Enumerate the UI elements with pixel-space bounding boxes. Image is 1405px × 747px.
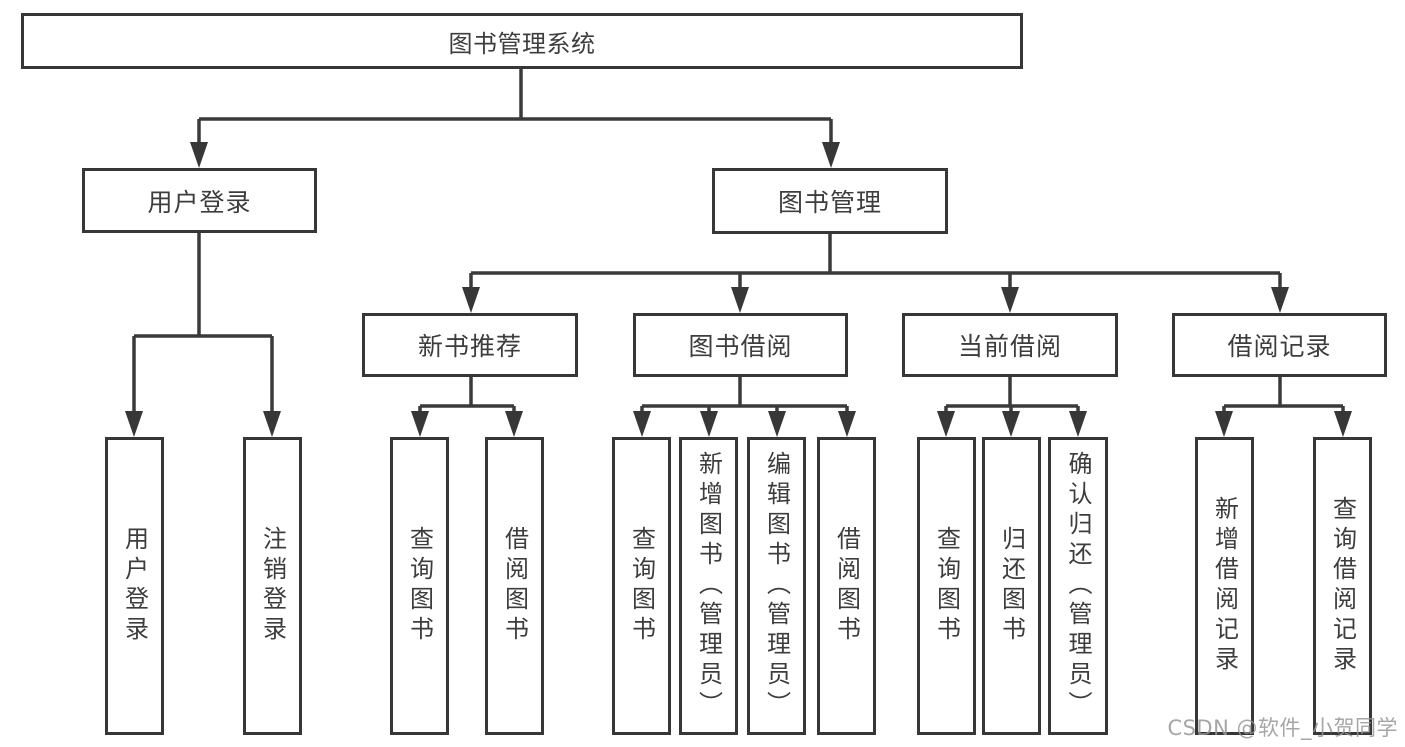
arrowhead-icon [768, 411, 786, 437]
arrowhead-icon [411, 411, 429, 437]
arrowhead-icon [700, 411, 718, 437]
node-label: 查询图书 [405, 526, 434, 646]
arrowhead-icon [937, 411, 955, 437]
node-book-borrowing: 图书借阅 [633, 313, 848, 377]
arrowhead-icon [190, 142, 208, 168]
node-label: 新增借阅记录 [1210, 496, 1239, 676]
arrowhead-icon [1271, 287, 1289, 313]
arrowhead-icon [1069, 411, 1087, 437]
leaf-add-borrow-record: 新增借阅记录 [1195, 437, 1254, 735]
node-label: 查询借阅记录 [1328, 496, 1357, 676]
node-book-management: 图书管理 [712, 168, 948, 234]
arrowhead-icon [462, 287, 480, 313]
arrowheads [125, 142, 1352, 437]
arrowhead-icon [1215, 411, 1233, 437]
leaf-borrow-books-recommend: 借阅图书 [485, 437, 544, 735]
arrowhead-icon [1001, 287, 1019, 313]
leaf-edit-books-admin: 编辑图书（管理员） [747, 437, 806, 735]
node-library-management-system: 图书管理系统 [21, 13, 1023, 69]
arrowhead-icon [263, 411, 281, 437]
node-label: 用户登录 [147, 187, 252, 217]
node-label: 注销登录 [258, 526, 287, 646]
node-user-login: 用户登录 [82, 168, 317, 233]
node-label: 查询图书 [932, 526, 961, 646]
node-current-borrowing: 当前借阅 [902, 313, 1118, 377]
node-label: 借阅记录 [1227, 332, 1332, 361]
arrowhead-icon [505, 411, 523, 437]
node-label: 新书推荐 [417, 332, 522, 361]
leaf-add-books-admin: 新增图书（管理员） [679, 437, 738, 735]
arrowhead-icon [1334, 411, 1352, 437]
node-label: 确认归还（管理员） [1064, 451, 1092, 721]
leaf-confirm-return-admin: 确认归还（管理员） [1048, 437, 1108, 735]
leaf-return-books: 归还图书 [982, 437, 1041, 735]
leaf-logout-login: 注销登录 [243, 437, 302, 735]
arrowhead-icon [838, 411, 856, 437]
arrowhead-icon [822, 142, 840, 168]
leaf-search-books-recommend: 查询图书 [390, 437, 449, 735]
node-label: 图书管理 [777, 188, 882, 217]
node-label: 用户登录 [120, 526, 149, 646]
node-label: 当前借阅 [957, 332, 1062, 361]
node-label: 查询图书 [627, 526, 656, 646]
node-label: 借阅图书 [832, 526, 861, 646]
node-borrowing-records: 借阅记录 [1172, 313, 1387, 377]
csdn-watermark: CSDN @软件_小贺同学 [1167, 716, 1398, 740]
node-label: 图书借阅 [688, 332, 793, 361]
leaf-user-login: 用户登录 [105, 437, 164, 735]
node-new-book-recommendation: 新书推荐 [362, 313, 578, 377]
leaf-borrow-books: 借阅图书 [817, 437, 876, 735]
leaf-search-books-current: 查询图书 [917, 437, 976, 735]
arrowhead-icon [1002, 411, 1020, 437]
leaf-search-books-borrow: 查询图书 [612, 437, 671, 735]
arrowhead-icon [633, 411, 651, 437]
arrowhead-icon [125, 411, 143, 437]
arrowhead-icon [731, 287, 749, 313]
node-label: 归还图书 [997, 526, 1026, 646]
leaf-search-borrow-record: 查询借阅记录 [1313, 437, 1372, 735]
node-label: 借阅图书 [500, 526, 529, 646]
node-label: 图书管理系统 [448, 29, 596, 58]
node-label: 编辑图书（管理员） [762, 451, 791, 721]
node-label: 新增图书（管理员） [694, 451, 723, 721]
